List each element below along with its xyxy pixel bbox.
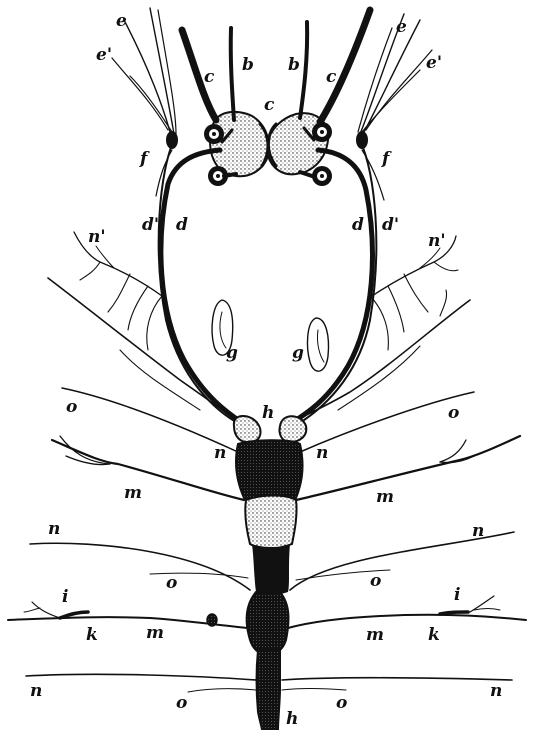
organ-g-right [308, 318, 329, 371]
label-c-left: c [204, 67, 215, 87]
label-g-right: g [292, 343, 304, 363]
label-d-prime-left: d' [142, 215, 159, 235]
label-f-left: f [139, 149, 150, 169]
label-n-prime-right: n' [428, 231, 446, 251]
label-m-lower-left: m [146, 623, 164, 643]
label-o-mid-right: o [370, 571, 381, 591]
label-d-prime-right: d' [382, 215, 399, 235]
label-k-right: k [428, 625, 440, 645]
label-g-left: g [226, 343, 238, 363]
label-f-right: f [381, 149, 392, 169]
label-n-upper-right: n [316, 443, 328, 463]
label-e-prime-right: e' [426, 53, 442, 73]
label-n-prime-left: n' [88, 227, 106, 247]
label-i-right: i [454, 585, 460, 605]
label-n-mid-right: n [472, 521, 484, 541]
label-o-lower-right: o [336, 693, 347, 713]
label-e-right: e [396, 17, 407, 37]
label-i-left: i [62, 587, 68, 607]
eye-lower-right [312, 166, 332, 186]
label-h-bottom: h [286, 709, 298, 729]
cerebral-ganglion [210, 112, 328, 176]
label-d-left: d [176, 215, 188, 235]
label-n-lower-left: n [30, 681, 42, 701]
label-h-top: h [262, 403, 274, 423]
label-e-prime-left: e' [96, 45, 112, 65]
esophageal-connectives [156, 131, 384, 424]
label-o-mid-left: o [166, 573, 177, 593]
label-c-right: c [326, 67, 337, 87]
antennal-nerves [112, 8, 432, 134]
label-m-lower-right: m [366, 625, 384, 645]
label-e-left: e [116, 11, 127, 31]
label-o-upper-left: o [66, 397, 77, 417]
label-n-lower-right: n [490, 681, 502, 701]
label-k-left: k [86, 625, 98, 645]
label-b-right: b [288, 55, 300, 75]
label-n-upper-left: n [214, 443, 226, 463]
label-b-left: b [242, 55, 254, 75]
label-n-mid-left: n [48, 519, 60, 539]
ventral-nerve-cord [234, 416, 306, 730]
label-m-upper-left: m [124, 483, 142, 503]
label-c-center: c [264, 95, 275, 115]
label-m-upper-right: m [376, 487, 394, 507]
label-o-upper-right: o [448, 403, 459, 423]
label-o-lower-left: o [176, 693, 187, 713]
n-prime-nerves [74, 232, 458, 350]
label-d-right: d [352, 215, 364, 235]
